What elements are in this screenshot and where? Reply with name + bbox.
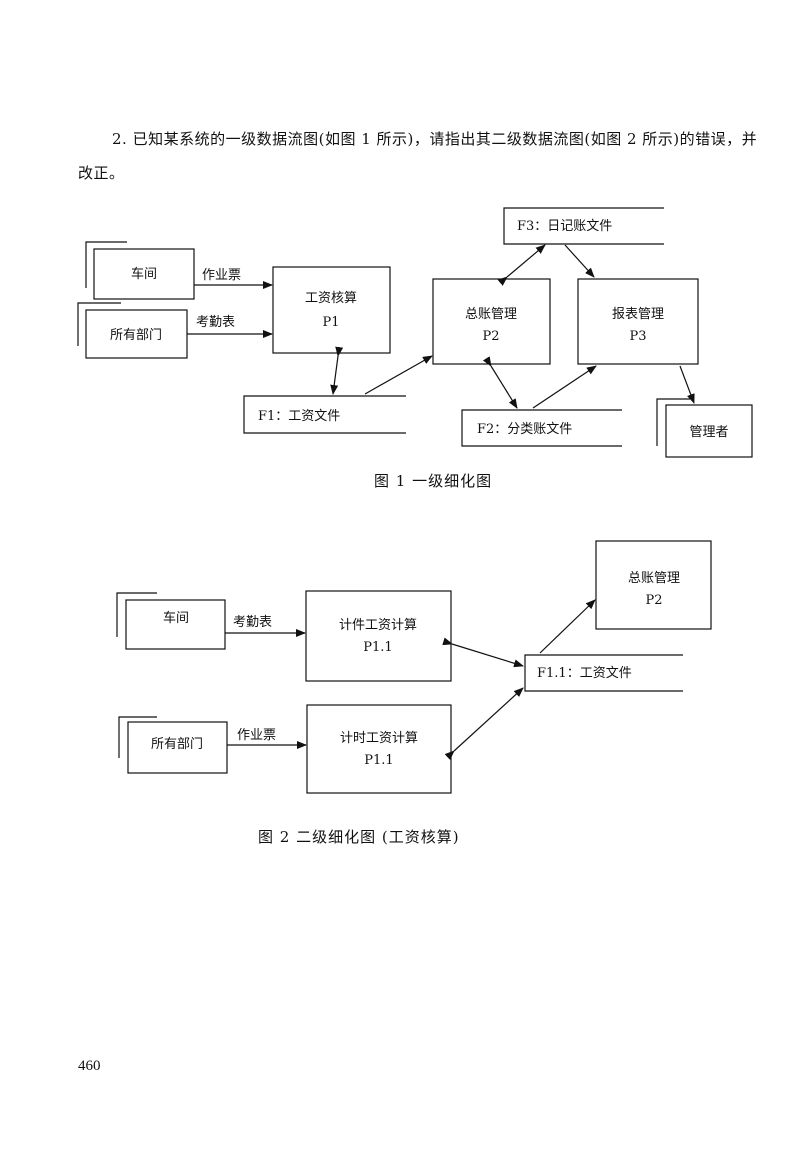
question-body: 已知某系统的一级数据流图(如图 1 所示)，请指出其二级数据流图(如图 2 所示… <box>78 130 758 182</box>
fig1-f1-label: F1：工资文件 <box>258 409 340 424</box>
fig1-workshop-label: 车间 <box>131 266 157 282</box>
fig1-flow-f3-p3 <box>564 244 595 278</box>
fig2-time-id: P1.1 <box>364 753 393 768</box>
fig1-p2-id: P2 <box>482 329 499 344</box>
fig2-f11-label: F1.1：工资文件 <box>537 666 632 681</box>
fig1-p3-name: 报表管理 <box>612 307 664 322</box>
fig1-flow-f2-p3 <box>532 365 597 409</box>
fig1-p2-name: 总账管理 <box>465 307 517 322</box>
fig1-store-f2 <box>461 409 622 447</box>
fig2-ledger-id: P2 <box>645 593 662 608</box>
fig1-flow-p2-f2 <box>482 356 518 409</box>
fig1-p1-name: 工资核算 <box>305 291 357 306</box>
fig1-process-p2 <box>432 278 551 365</box>
fig1-all-depts-label: 所有部门 <box>110 328 162 343</box>
fig1-process-p1 <box>272 266 391 354</box>
fig1-f2-label: F2：分类账文件 <box>477 422 572 437</box>
fig1-store-f1 <box>243 395 406 434</box>
fig2-piece-name: 计件工资计算 <box>339 618 417 633</box>
figure2 <box>116 540 712 794</box>
fig2-flow-store-ledger <box>539 599 596 654</box>
question-text: 2. 已知某系统的一级数据流图(如图 1 所示)，请指出其二级数据流图(如图 2… <box>78 122 758 190</box>
fig1-manager-label: 管理者 <box>689 425 728 440</box>
fig2-all-depts-label: 所有部门 <box>151 737 203 752</box>
figure1 <box>77 207 753 458</box>
fig1-p1-id: P1 <box>322 315 339 330</box>
fig2-process-ledger <box>595 540 712 630</box>
fig1-flow-f1-p2 <box>364 355 433 395</box>
question-number: 2. <box>112 130 128 148</box>
fig2-attendance-label: 考勤表 <box>233 615 272 630</box>
fig1-attendance-label: 考勤表 <box>196 315 235 330</box>
figure2-caption: 图 2 二级细化图 (工资核算) <box>258 828 460 846</box>
figure2-labels: 车间 所有部门 计件工资计算 P1.1 计时工资计算 P1.1 总账管理 P2 … <box>151 571 680 768</box>
fig2-external-workshop <box>116 592 226 650</box>
fig1-external-manager <box>656 398 753 458</box>
fig1-flow-p2-f3 <box>497 244 546 286</box>
fig2-time-name: 计时工资计算 <box>340 731 418 746</box>
fig2-flow-piece-store <box>442 637 524 668</box>
fig1-process-p3 <box>577 278 699 365</box>
page-number: 460 <box>78 1058 101 1074</box>
fig2-ledger-name: 总账管理 <box>628 571 680 586</box>
fig2-store-f11 <box>524 654 683 692</box>
fig1-flow-p1-f1 <box>330 346 344 395</box>
figure1-labels: 车间 所有部门 管理者 工资核算 P1 总账管理 P2 报表管理 P3 F1：工… <box>110 219 729 440</box>
fig1-job-ticket-label: 作业票 <box>202 268 241 283</box>
fig2-piece-id: P1.1 <box>363 640 392 655</box>
fig2-process-piece <box>305 590 452 682</box>
fig2-flow-time-store <box>444 687 524 761</box>
fig2-workshop-label: 车间 <box>163 610 189 626</box>
fig1-external-workshop <box>85 241 195 300</box>
fig2-job-ticket-label: 作业票 <box>237 728 276 743</box>
fig2-external-all-depts <box>118 716 228 774</box>
fig1-store-f3 <box>503 207 664 245</box>
figure1-caption: 图 1 一级细化图 <box>374 472 493 490</box>
fig1-f3-label: F3：日记账文件 <box>517 219 612 234</box>
fig2-process-time <box>306 704 452 794</box>
fig1-p3-id: P3 <box>629 329 646 344</box>
fig1-flow-p3-manager <box>679 365 695 404</box>
